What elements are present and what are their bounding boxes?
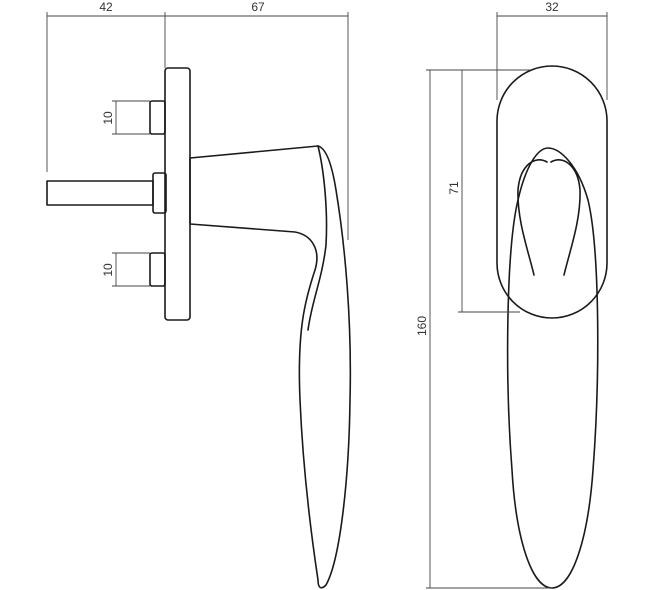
dim-label-10-bottom: 10: [101, 263, 115, 277]
screw-boss-bottom: [149, 252, 166, 287]
dimension-lines: [46, 12, 608, 589]
side-view: [46, 67, 352, 589]
dim-label-71: 71: [447, 181, 461, 195]
dim-label-160: 160: [415, 316, 429, 336]
handle-neck-left: [517, 159, 548, 276]
front-view: [496, 65, 608, 589]
spindle-collar: [152, 172, 167, 214]
dim-label-10-top: 10: [101, 111, 115, 125]
lever-handle-side: [189, 145, 352, 589]
rose-front: [496, 65, 608, 319]
dimension-labels: 42 67 32 10 10 71 160: [99, 0, 559, 336]
rose-plate: [164, 67, 191, 321]
dim-label-67: 67: [251, 0, 265, 14]
screw-boss-top: [149, 100, 166, 135]
dim-label-42: 42: [99, 0, 113, 14]
dim-label-32: 32: [545, 0, 559, 14]
handle-neck-right: [550, 159, 581, 276]
lever-handle-ridge: [307, 145, 328, 331]
spindle: [46, 180, 154, 206]
lever-handle-front: [506, 147, 599, 589]
